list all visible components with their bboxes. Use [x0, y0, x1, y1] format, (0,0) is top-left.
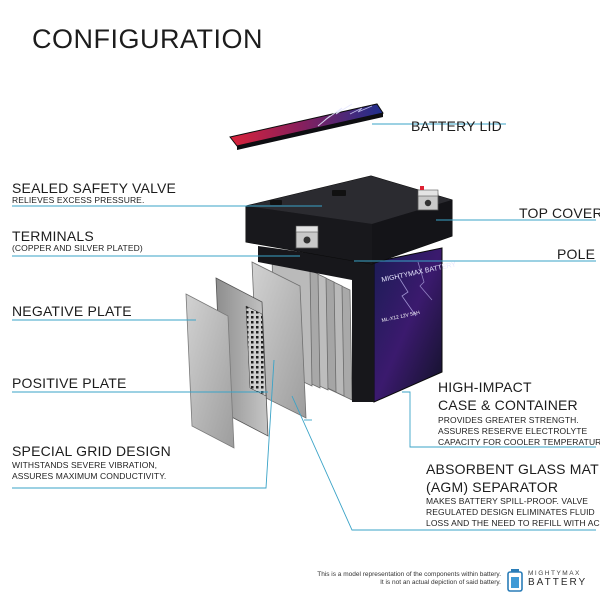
top-cover-label: TOP COVER — [519, 205, 600, 221]
terminals-subtext: (COPPER AND SILVER PLATED) — [12, 243, 143, 253]
terminal-negative — [295, 225, 319, 249]
plate-stack — [185, 251, 353, 449]
leader-lines — [12, 123, 596, 531]
disclaimer-line-1: This is a model representation of the co… — [317, 571, 501, 578]
high-impact-subtext-1: PROVIDES GREATER STRENGTH. — [438, 415, 579, 425]
agm-subtext-3: LOSS AND THE NEED TO REFILL WITH ACID. — [426, 518, 600, 528]
disclaimer-line-2: It is not an actual depiction of said ba… — [380, 579, 501, 586]
disclaimer: This is a model representation of the co… — [317, 571, 501, 587]
sealed-safety-valve-subtext: RELIEVES EXCESS PRESSURE. — [12, 195, 145, 205]
positive-plate-label: POSITIVE PLATE — [12, 375, 127, 391]
battery-lid — [229, 103, 384, 150]
logo-text-top: MIGHTYMAX — [528, 570, 581, 577]
special-grid-subtext-2: ASSURES MAXIMUM CONDUCTIVITY. — [12, 471, 167, 481]
high-impact-label-line2: CASE & CONTAINER — [438, 397, 578, 413]
battery-logo-icon — [507, 569, 523, 592]
agm-label-line2: (AGM) SEPARATOR — [426, 479, 559, 495]
battery-lid-label: BATTERY LID — [411, 118, 502, 134]
agm-subtext-1: MAKES BATTERY SPILL-PROOF. VALVE — [426, 496, 589, 506]
high-impact-label-line1: HIGH-IMPACT — [438, 379, 532, 395]
terminals-label: TERMINALS — [12, 228, 94, 244]
logo-text-bottom: BATTERY — [528, 577, 588, 588]
agm-subtext-2: REGULATED DESIGN ELIMINATES FLUID — [426, 507, 595, 517]
pole-label: POLE — [557, 246, 596, 262]
high-impact-subtext-3: CAPACITY FOR COOLER TEMPERATURES. — [438, 437, 600, 447]
sealed-safety-valve-label: SEALED SAFETY VALVE — [12, 180, 177, 196]
terminal-positive — [417, 186, 439, 211]
agm-label-line1: ABSORBENT GLASS MAT — [426, 461, 599, 477]
high-impact-subtext-2: ASSURES RESERVE ELECTROLYTE — [438, 426, 588, 436]
special-grid-subtext-1: WITHSTANDS SEVERE VIBRATION, — [12, 460, 158, 470]
special-grid-label: SPECIAL GRID DESIGN — [12, 443, 171, 459]
page-title: CONFIGURATION — [32, 24, 263, 54]
negative-plate-label: NEGATIVE PLATE — [12, 303, 132, 319]
mightymax-logo: MIGHTYMAX BATTERY — [506, 568, 596, 592]
